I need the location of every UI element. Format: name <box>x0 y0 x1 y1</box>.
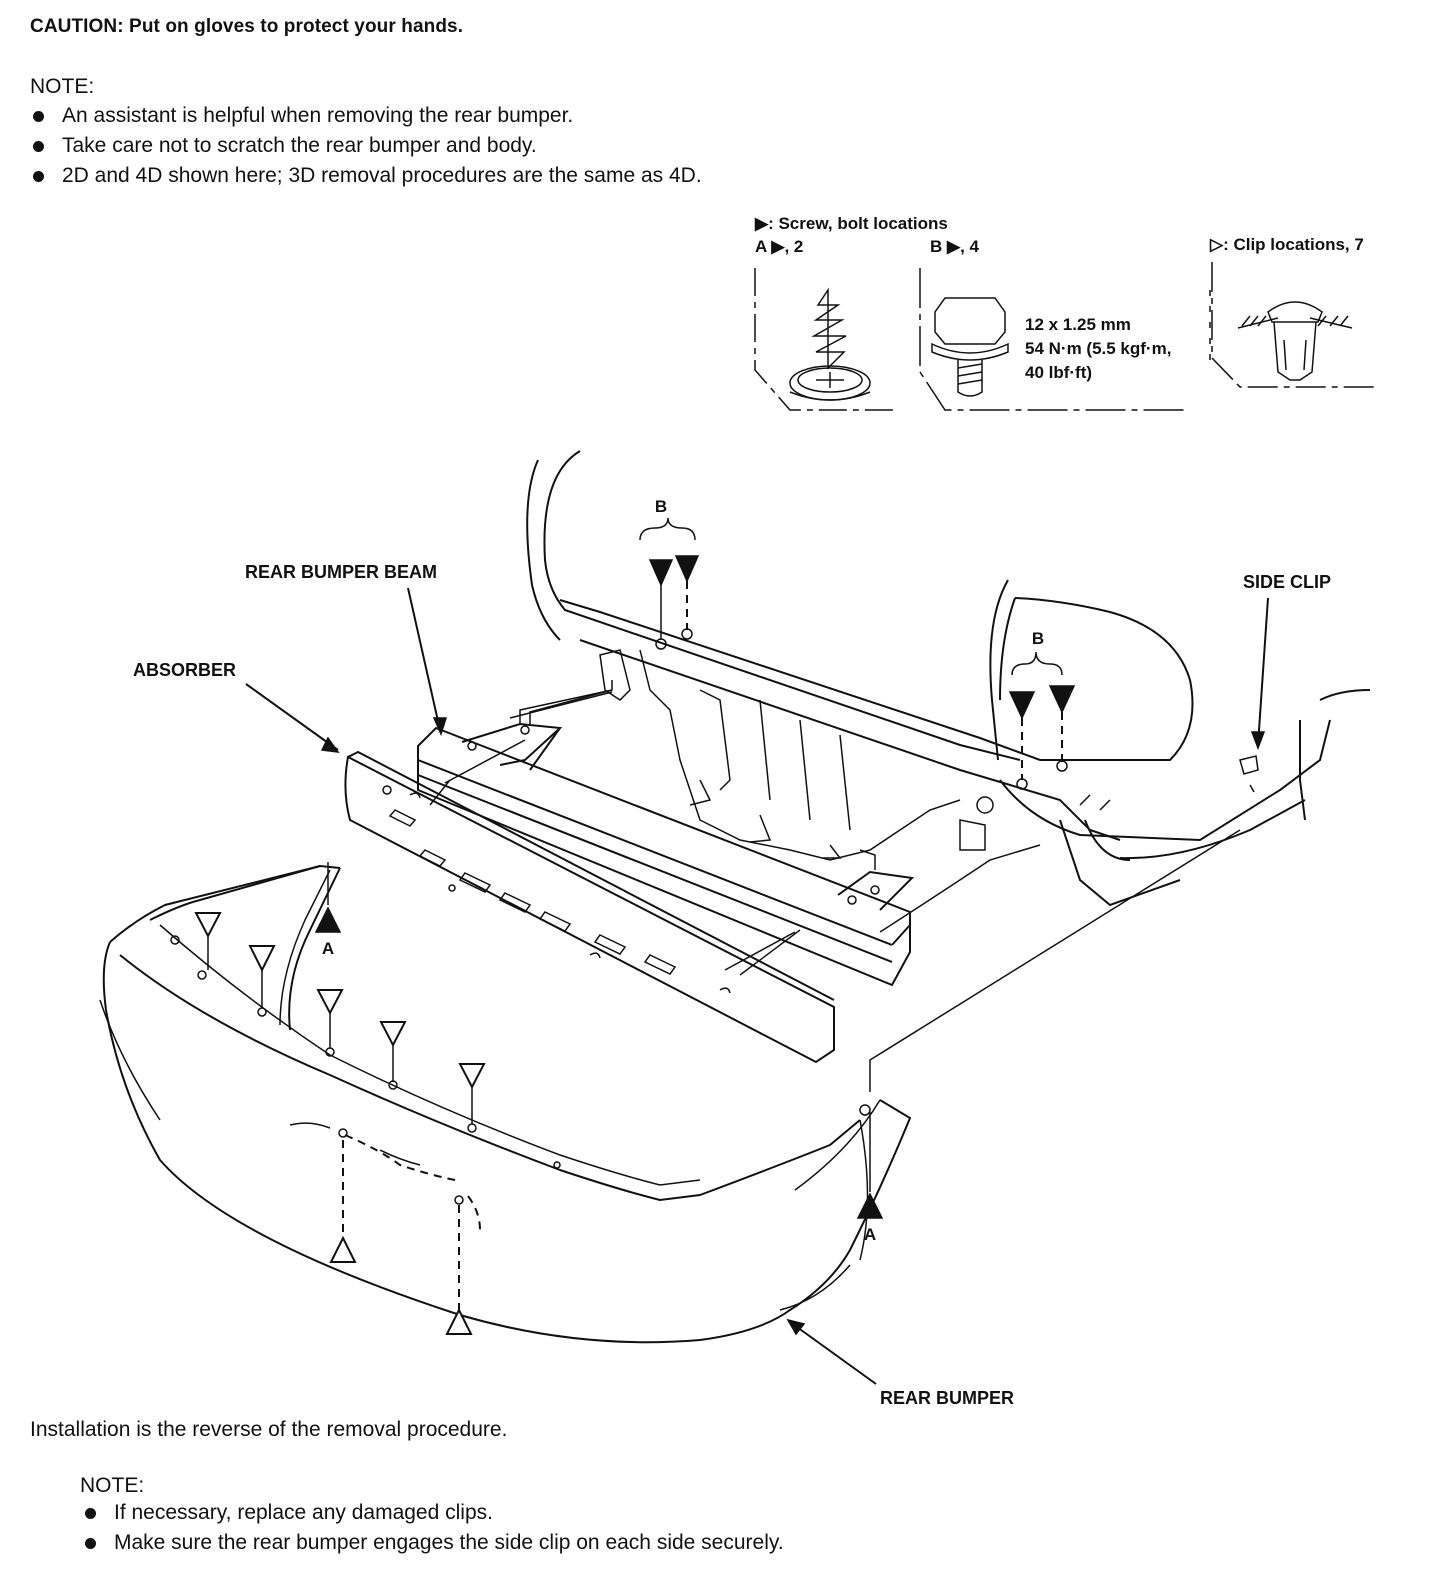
callout-a-left: A <box>322 939 334 958</box>
note-item: Take care not to scratch the rear bumper… <box>30 131 702 161</box>
bolt-b-group-center: B <box>639 497 700 650</box>
leader-beam <box>407 587 441 731</box>
note-item: An assistant is helpful when removing th… <box>30 101 702 131</box>
absorber <box>344 750 835 1064</box>
alignment-lines <box>444 691 1241 1092</box>
rear-bumper-beam <box>417 680 1041 987</box>
installation-note-list: If necessary, replace any damaged clips.… <box>82 1498 784 1558</box>
leader-side-clip <box>1257 597 1269 746</box>
screw-detail <box>754 268 895 411</box>
clip-markers <box>194 912 486 1335</box>
note-label-installation: NOTE: <box>80 1474 145 1497</box>
car-body <box>526 450 1371 907</box>
note-item: Make sure the rear bumper engages the si… <box>82 1528 784 1558</box>
legend-b-label: B ▶, 4 <box>930 237 980 256</box>
callout-b-center: B <box>655 497 667 516</box>
bolt-spec-size: 12 x 1.25 mm <box>1025 315 1131 334</box>
callout-rear-bumper: REAR BUMPER <box>880 1388 1014 1408</box>
leader-absorber <box>245 683 339 751</box>
callout-a-right: A <box>864 1225 876 1244</box>
callout-absorber: ABSORBER <box>133 660 236 680</box>
note-label: NOTE: <box>30 75 95 98</box>
legend-a-label: A ▶, 2 <box>755 237 803 256</box>
clip-detail <box>1211 262 1375 388</box>
screw-a-markers: A A <box>314 862 884 1244</box>
bolt-detail: 12 x 1.25 mm 54 N·m (5.5 kgf·m, 40 lbf·f… <box>919 268 1211 411</box>
note-item: 2D and 4D shown here; 3D removal procedu… <box>30 161 702 191</box>
bolt-spec-torque: 54 N·m (5.5 kgf·m, <box>1025 339 1171 358</box>
rear-bumper <box>99 864 912 1344</box>
installation-text: Installation is the reverse of the remov… <box>30 1418 508 1441</box>
note-item: If necessary, replace any damaged clips. <box>82 1498 784 1528</box>
callout-rear-bumper-beam: REAR BUMPER BEAM <box>245 562 437 582</box>
callout-b-right: B <box>1032 629 1044 648</box>
legend-screw-bolt-title: ▶: Screw, bolt locations <box>754 214 948 233</box>
note-list: An assistant is helpful when removing th… <box>30 101 702 191</box>
callout-side-clip: SIDE CLIP <box>1243 572 1331 592</box>
bolt-b-group-right: B <box>1008 629 1076 790</box>
bolt-spec-torque-lbf: 40 lbf·ft) <box>1025 363 1092 382</box>
caution-text: CAUTION: Put on gloves to protect your h… <box>30 16 464 37</box>
legend-clip-title: ▷: Clip locations, 7 <box>1209 235 1364 254</box>
leader-rear-bumper <box>789 1321 877 1385</box>
